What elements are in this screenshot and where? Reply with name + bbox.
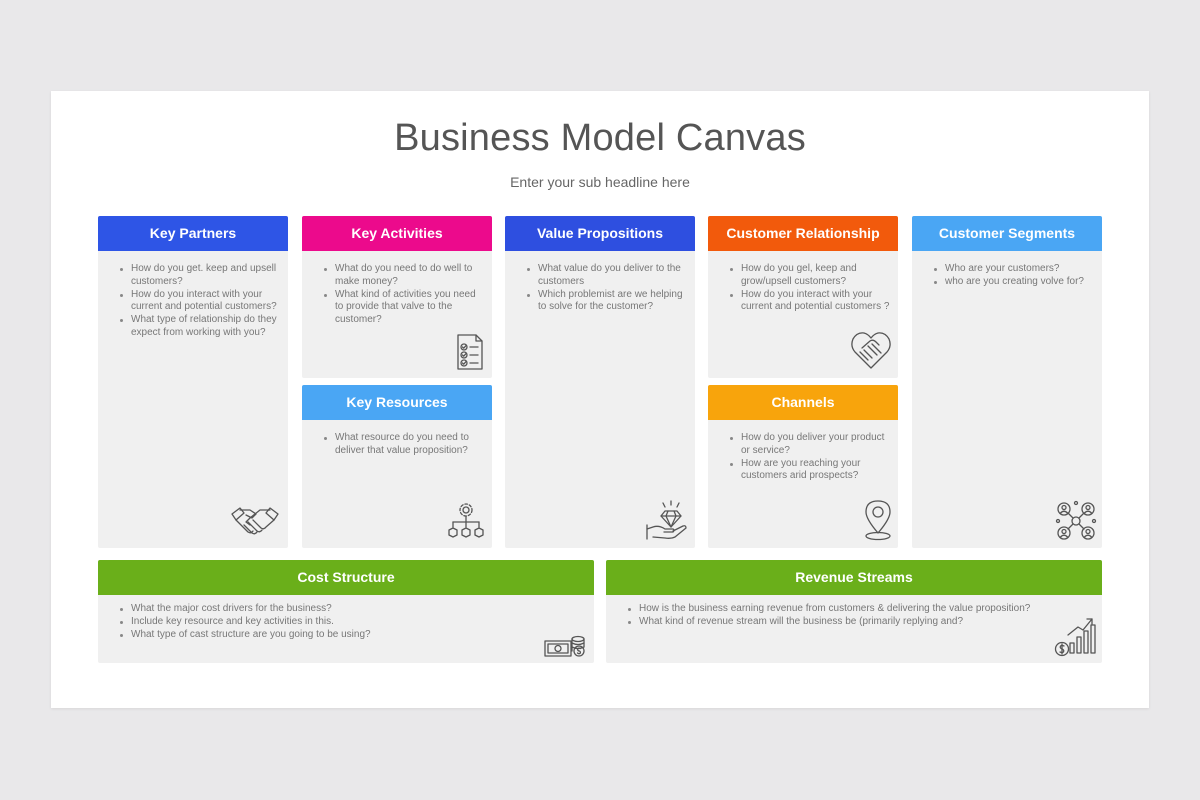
list-item: How do you deliver your product or servi… (730, 432, 890, 458)
list-item: What type of cast structure are you goin… (120, 629, 586, 642)
growth-chart-icon (1054, 615, 1096, 657)
customer-relationship-title: Customer Relationship (708, 216, 898, 251)
list-item: How do you interact with your current an… (730, 288, 890, 313)
value-propositions-list: What value do you deliver to the custome… (505, 251, 695, 314)
key-activities-title: Key Activities (302, 216, 492, 251)
value-propositions-card: Value Propositions What value do you del… (505, 216, 695, 548)
list-item: What kind of activities you need to prov… (324, 289, 484, 327)
list-item: What kind of revenue stream will the bus… (628, 616, 1094, 629)
handshake-icon (230, 504, 280, 538)
channels-list: How do you deliver your product or servi… (708, 420, 898, 483)
cost-structure-card: Cost Structure What the major cost drive… (98, 560, 594, 663)
cost-structure-list: What the major cost drivers for the busi… (98, 595, 594, 641)
revenue-streams-title: Revenue Streams (606, 560, 1102, 595)
diamond-hand-icon (645, 499, 689, 541)
list-item: How do you interact with your current an… (120, 289, 280, 315)
people-network-icon (1055, 500, 1097, 542)
list-item: How do you gel, keep and grow/upsell cus… (730, 263, 890, 289)
heart-handshake-icon (850, 330, 892, 370)
customer-segments-card: Customer Segments Who are your customers… (912, 216, 1102, 548)
channels-card: Channels How do you deliver your product… (708, 385, 898, 548)
key-resources-title: Key Resources (302, 385, 492, 420)
customer-relationship-list: How do you gel, keep and grow/upsell cus… (708, 251, 898, 314)
list-item: What do you need to do well to make mone… (324, 263, 484, 289)
list-item: What resource do you need to deliver tha… (324, 432, 484, 458)
key-partners-card: Key Partners How do you get. keep and up… (98, 216, 288, 548)
revenue-streams-card: Revenue Streams How is the business earn… (606, 560, 1102, 663)
checklist-icon (454, 333, 486, 371)
gear-network-icon (446, 502, 486, 542)
key-resources-card: Key Resources What resource do you need … (302, 385, 492, 548)
list-item: How do you get. keep and upsell customer… (120, 263, 280, 289)
customer-segments-list: Who are your customers? who are you crea… (912, 251, 1102, 289)
list-item: What value do you deliver to the custome… (527, 263, 687, 289)
key-activities-list: What do you need to do well to make mone… (302, 251, 492, 327)
list-item: Which problemist are we helping to solve… (527, 289, 687, 315)
key-resources-list: What resource do you need to deliver tha… (302, 420, 492, 458)
customer-relationship-card: Customer Relationship How do you gel, ke… (708, 216, 898, 378)
key-partners-title: Key Partners (98, 216, 288, 251)
list-item: What type of relationship do they expect… (120, 314, 280, 340)
list-item: How are you reaching your customers arid… (730, 458, 890, 484)
list-item: Who are your customers? (934, 263, 1094, 276)
list-item: who are you creating volve for? (934, 276, 1094, 289)
page-subtitle: Enter your sub headline here (510, 174, 690, 190)
key-activities-card: Key Activities What do you need to do we… (302, 216, 492, 378)
money-coins-icon (544, 634, 586, 658)
list-item: Include key resource and key activities … (120, 616, 586, 629)
location-pin-icon (862, 499, 894, 541)
list-item: How is the business earning revenue from… (628, 603, 1094, 616)
page-title: Business Model Canvas (394, 117, 806, 159)
cost-structure-title: Cost Structure (98, 560, 594, 595)
channels-title: Channels (708, 385, 898, 420)
revenue-streams-list: How is the business earning revenue from… (606, 595, 1102, 629)
customer-segments-title: Customer Segments (912, 216, 1102, 251)
key-partners-list: How do you get. keep and upsell customer… (98, 251, 288, 340)
list-item: What the major cost drivers for the busi… (120, 603, 586, 616)
value-propositions-title: Value Propositions (505, 216, 695, 251)
